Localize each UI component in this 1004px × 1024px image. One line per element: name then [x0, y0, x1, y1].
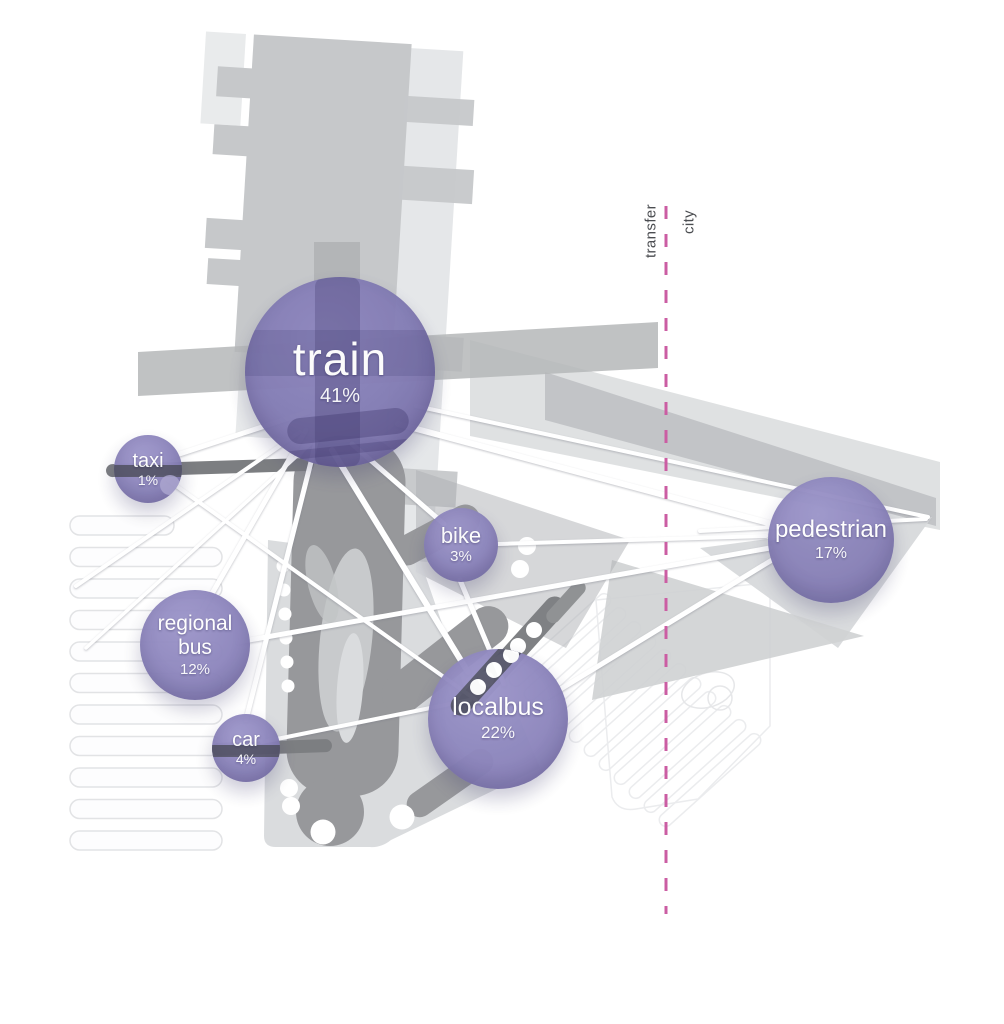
circulation-islands [305, 545, 374, 743]
zone-label-city: city [680, 209, 698, 235]
node-share: 1% [137, 471, 159, 488]
node-label: pedestrian [774, 515, 888, 543]
node-label: localbus [452, 693, 544, 721]
node-label: car [232, 728, 260, 751]
platform-edge [285, 406, 411, 446]
node-bike: bike 3% [424, 508, 498, 582]
node-label: bike [440, 523, 482, 548]
node-car: car 4% [212, 714, 280, 782]
node-share: 4% [235, 750, 257, 767]
node-share: 17% [814, 544, 848, 562]
node-share: 41% [319, 385, 361, 407]
node-regional-bus: regional bus 12% [140, 590, 250, 700]
node-label: taxi [132, 449, 164, 472]
node-label: train [292, 333, 388, 385]
node-taxi: taxi 1% [114, 435, 182, 503]
faint-city-outlines [508, 583, 771, 828]
node-share: 12% [179, 661, 211, 679]
left-parking-bays [69, 515, 223, 851]
node-label: regional bus [157, 611, 233, 659]
node-share: 3% [450, 548, 472, 565]
node-train: train 41% [245, 277, 435, 467]
stop-dot [486, 662, 502, 678]
node-localbus: localbus 22% [428, 649, 568, 789]
stop-dot [503, 649, 519, 663]
node-pedestrian: pedestrian 17% [768, 477, 894, 603]
zone-label-transfer: transfer [642, 203, 660, 259]
node-share: 22% [480, 723, 516, 742]
